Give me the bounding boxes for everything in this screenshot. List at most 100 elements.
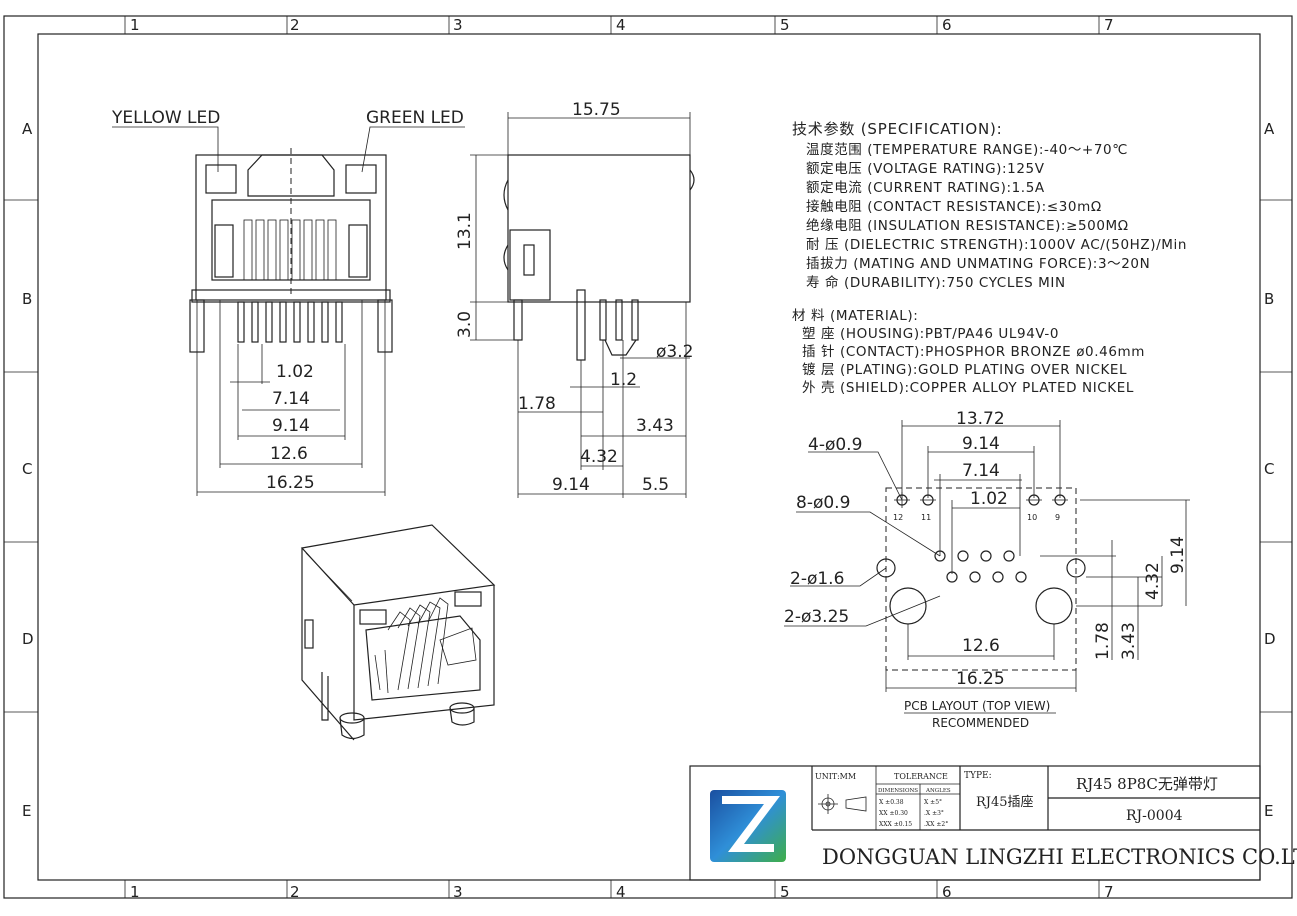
part-number: RJ-0004: [1126, 808, 1183, 824]
col-label: 1: [130, 16, 140, 34]
spec-line: 绝缘电阻 (INSULATION RESISTANCE):≥500MΩ: [806, 218, 1129, 234]
specification-block: 技术参数 (SPECIFICATION): 温度范围 (TEMPERATURE …: [792, 120, 1187, 396]
dim-label: 9.14: [272, 416, 310, 436]
tolerance-row: X ±0.38: [879, 799, 904, 806]
spec-line: 插拔力 (MATING AND UNMATING FORCE):3～20N: [806, 256, 1150, 272]
pin-label: 9: [1055, 513, 1060, 522]
isometric-view: [300, 524, 496, 741]
dim-label: 5.5: [642, 475, 669, 495]
dim-label: 13.72: [956, 409, 1005, 429]
type-label: TYPE:: [964, 771, 992, 781]
dim-label: 1.02: [276, 362, 314, 382]
dim-label: 16.25: [266, 473, 315, 493]
dim-label: 7.14: [272, 389, 310, 409]
angle-row: .X ±3°: [924, 810, 944, 817]
dim-label: 12.6: [962, 636, 1000, 656]
material-line: 外 壳 (SHIELD):COPPER ALLOY PLATED NICKEL: [802, 380, 1134, 396]
dim-label: 9.14: [962, 434, 1000, 454]
spec-line: 额定电流 (CURRENT RATING):1.5A: [806, 180, 1045, 196]
pcb-layout: 13.72 9.14 7.14 1.02 12 11 10 9: [784, 409, 1190, 730]
row-label: E: [22, 802, 31, 820]
col-label: 3: [453, 883, 463, 901]
hole-callout: 2-ø1.6: [790, 569, 844, 589]
row-label: D: [1264, 630, 1276, 648]
spec-line: 接触电阻 (CONTACT RESISTANCE):≤30mΩ: [806, 198, 1102, 215]
material-line: 塑 座 (HOUSING):PBT/PA46 UL94V-0: [802, 326, 1059, 342]
part-name: RJ45 8P8C无弹带灯: [1076, 775, 1218, 793]
col-label: 7: [1104, 16, 1114, 34]
col-label: 7: [1104, 883, 1114, 901]
dimensions-label: DIMENSIONS: [878, 788, 918, 794]
dim-label: 7.14: [962, 461, 1000, 481]
dim-label: 1.2: [610, 370, 637, 390]
row-label: C: [22, 460, 32, 478]
outer-border: [3, 15, 1293, 899]
company-logo: [710, 790, 786, 862]
hole-callout: 2-ø3.25: [784, 607, 849, 627]
angle-row: .XX ±2°: [924, 821, 948, 828]
side-view: 15.75 13.1 3.0: [455, 100, 695, 498]
col-label: 6: [942, 883, 952, 901]
pcb-caption: PCB LAYOUT (TOP VIEW): [904, 699, 1050, 713]
tolerance-row: XX ±0.30: [879, 810, 908, 817]
dim-label: 9.14: [552, 475, 590, 495]
dim-label: 16.25: [956, 669, 1005, 689]
angle-row: X ±5°: [924, 799, 942, 806]
tolerance-label: TOLERANCE: [894, 772, 948, 781]
dim-label: 3.43: [636, 416, 674, 436]
yellow-led-label: YELLOW LED: [111, 108, 220, 128]
material-heading: 材 料 (MATERIAL):: [792, 308, 918, 324]
dim-label: 3.0: [455, 311, 475, 338]
row-labels-right: A B C D E: [1264, 120, 1276, 820]
spec-heading: 技术参数 (SPECIFICATION):: [792, 120, 1003, 138]
green-led-label: GREEN LED: [366, 108, 464, 128]
spec-line: 寿 命 (DURABILITY):750 CYCLES MIN: [806, 274, 1066, 291]
col-label: 4: [616, 883, 626, 901]
type-value: RJ45插座: [976, 795, 1034, 810]
col-label: 2: [290, 16, 300, 34]
dim-label: 1.02: [970, 489, 1008, 509]
dim-label: 9.14: [1168, 536, 1188, 574]
angles-label: ANGLES: [925, 788, 951, 794]
row-labels-left: A B C D E: [22, 120, 34, 820]
row-label: B: [1264, 290, 1274, 308]
dim-label: 4.32: [1143, 562, 1163, 600]
row-label: B: [22, 290, 32, 308]
projection-symbol-icon: [818, 794, 867, 814]
row-label: E: [1264, 802, 1273, 820]
col-label: 3: [453, 16, 463, 34]
row-label: A: [22, 120, 33, 138]
row-label: A: [1264, 120, 1275, 138]
col-label: 6: [942, 16, 952, 34]
spec-line: 耐 压 (DIELECTRIC STRENGTH):1000V AC/(50HZ…: [806, 237, 1187, 253]
unit-label: UNIT:MM: [815, 772, 856, 781]
dim-label: 12.6: [270, 444, 308, 464]
dim-label: 1.78: [518, 394, 556, 414]
dim-label: 3.43: [1119, 622, 1139, 660]
spec-line: 温度范围 (TEMPERATURE RANGE):-40～+70℃: [806, 142, 1128, 158]
col-label: 2: [290, 883, 300, 901]
dim-label: 13.1: [455, 212, 475, 250]
col-label: 5: [780, 16, 790, 34]
dim-label: 1.78: [1093, 622, 1113, 660]
pin-label: 11: [921, 513, 931, 522]
spec-line: 额定电压 (VOLTAGE RATING):125V: [806, 161, 1045, 177]
material-line: 镀 层 (PLATING):GOLD PLATING OVER NICKEL: [802, 361, 1127, 378]
row-label: D: [22, 630, 34, 648]
pcb-caption-recommended: RECOMMENDED: [932, 716, 1029, 730]
pin-label: 10: [1027, 513, 1037, 522]
hole-callout: 4-ø0.9: [808, 435, 862, 455]
pin-label: 12: [893, 513, 903, 522]
dim-label: 4.32: [580, 447, 618, 467]
row-label: C: [1264, 460, 1274, 478]
title-block: UNIT:MM TOLERANCE DIMENSIONS ANGLES X ±0…: [689, 765, 1297, 881]
col-label: 1: [130, 883, 140, 901]
column-labels-bottom: 1 2 3 4 5 6 7: [130, 883, 1114, 901]
col-label: 4: [616, 16, 626, 34]
front-view: YELLOW LED GREEN LED: [111, 108, 465, 496]
hole-callout: 8-ø0.9: [796, 493, 850, 513]
tolerance-row: XXX ±0.15: [879, 821, 912, 828]
column-labels-top: 1 2 3 4 5 6 7: [130, 16, 1114, 34]
dim-label: 15.75: [572, 100, 621, 120]
